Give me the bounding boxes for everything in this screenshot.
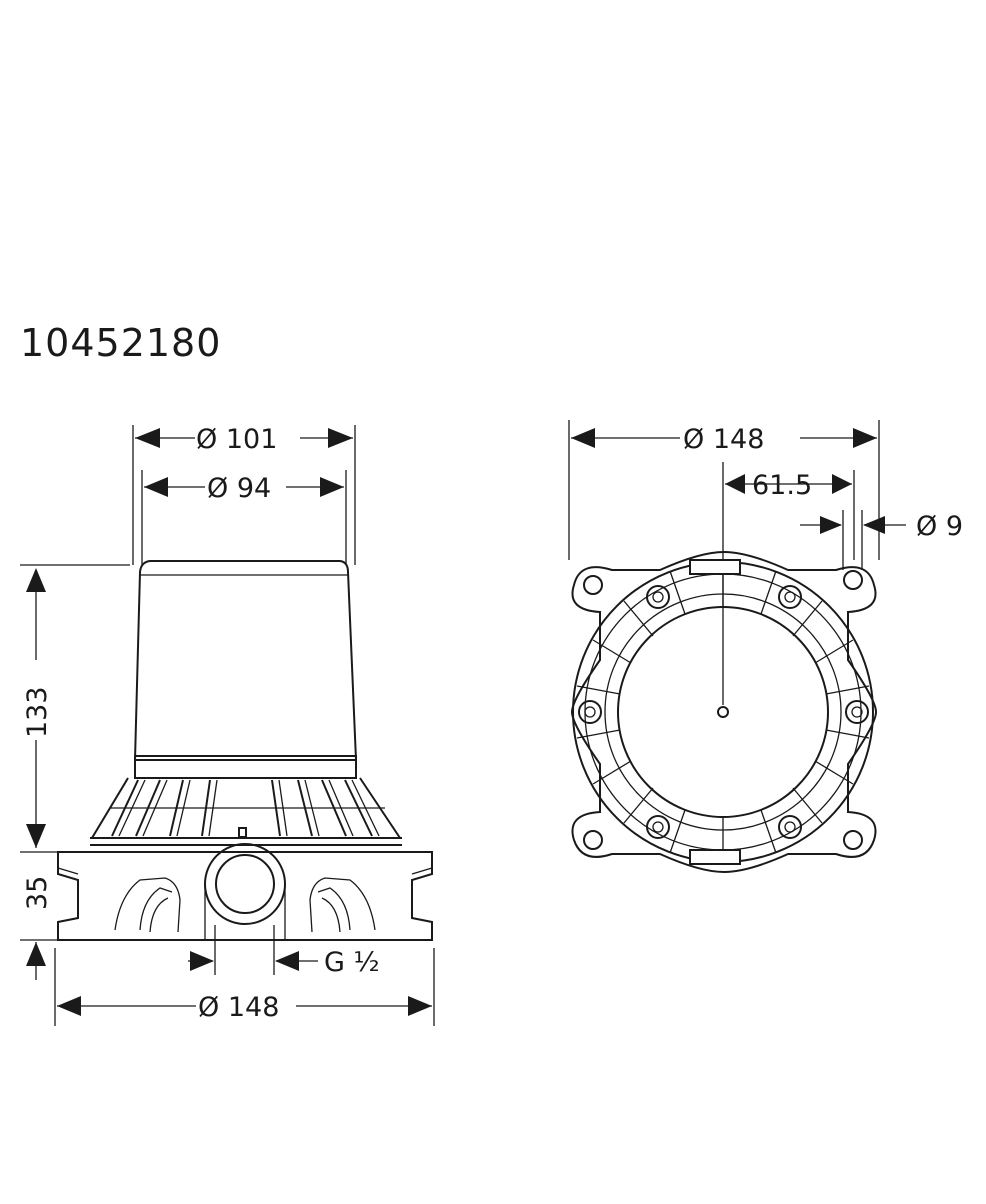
dim-inner-diameter: Ø 94 — [144, 473, 344, 504]
dim-thread: G ½ — [188, 947, 380, 978]
base — [57, 843, 433, 975]
dim-outer-diameter: Ø 101 — [135, 424, 353, 455]
dim-outer-diameter-label: Ø 101 — [196, 424, 277, 455]
dim-height-body: 133 — [20, 564, 130, 853]
dim-offset-label: 61.5 — [752, 470, 812, 501]
dim-overall-diameter-label: Ø 148 — [683, 424, 764, 455]
screw-bosses — [578, 585, 869, 839]
dim-height-base: 35 — [20, 876, 58, 980]
dim-hole-diameter: Ø 9 — [800, 511, 963, 542]
dim-overall-diameter: Ø 148 — [571, 424, 877, 455]
dim-base-diameter: Ø 148 — [54, 948, 435, 1026]
side-view: Ø 101 Ø 94 — [20, 424, 435, 1026]
dim-inner-diameter-label: Ø 94 — [207, 473, 271, 504]
top-tab — [689, 559, 741, 575]
radial-ribs — [576, 562, 870, 862]
dim-thread-label: G ½ — [324, 947, 380, 978]
dim-offset: 61.5 — [725, 470, 852, 501]
dim-hole-diameter-label: Ø 9 — [916, 511, 963, 542]
cage-ribs — [90, 777, 402, 846]
center-point — [717, 706, 729, 718]
cylinder-body — [133, 560, 358, 779]
top-view: Ø 148 61.5 Ø 9 — [568, 420, 963, 874]
product-code: 10452180 — [20, 321, 221, 365]
bottom-tab — [689, 849, 741, 865]
dim-height-base-label: 35 — [22, 876, 53, 910]
dim-base-diameter-label: Ø 148 — [198, 992, 279, 1023]
dim-height-body-label: 133 — [22, 686, 53, 738]
